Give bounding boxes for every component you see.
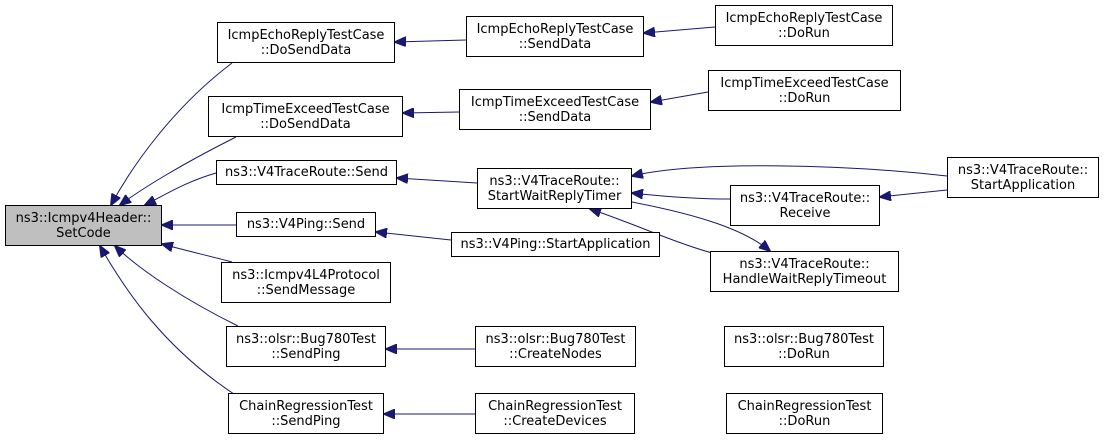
node-label-line2: Receive bbox=[779, 205, 831, 221]
node-label-line1: ChainRegressionTest bbox=[239, 398, 373, 414]
edge-sa-to-m3 bbox=[632, 165, 948, 176]
node-label-line2: ::SendMessage bbox=[256, 282, 356, 298]
edge-r2-to-m2 bbox=[651, 91, 709, 102]
edge-m4-to-n4 bbox=[376, 232, 452, 241]
edge-n1-to-root bbox=[111, 62, 233, 205]
node-v4traceroute-startwaitreplytimer[interactable]: ns3::V4TraceRoute:: StartWaitReplyTimer bbox=[477, 168, 632, 209]
edge-n3-to-root bbox=[145, 172, 217, 205]
node-label-line1: ns3::Icmpv4L4Protocol bbox=[232, 267, 380, 283]
node-chainregressiontest-sendping[interactable]: ChainRegressionTest ::SendPing bbox=[228, 393, 384, 434]
node-icmptimeexceedtestcase-dorun[interactable]: IcmpTimeExceedTestCase ::DoRun bbox=[708, 70, 901, 111]
node-label-line1: ns3::V4TraceRoute::Send bbox=[225, 165, 388, 180]
node-label-line2: ::DoRun bbox=[778, 90, 831, 106]
node-label-line2: ::SendData bbox=[518, 109, 592, 125]
node-v4traceroute-send[interactable]: ns3::V4TraceRoute::Send bbox=[216, 160, 397, 185]
node-label-line2: StartWaitReplyTimer bbox=[487, 188, 622, 204]
node-label-line1: IcmpEchoReplyTestCase bbox=[725, 10, 883, 26]
node-label-line2: SetCode bbox=[56, 225, 111, 241]
node-label-line2: ::CreateDevices bbox=[503, 413, 607, 429]
node-icmpechoreplytestcase-senddata[interactable]: IcmpEchoReplyTestCase ::SendData bbox=[466, 16, 644, 57]
edge-n7-to-root bbox=[100, 246, 241, 399]
edge-m2-to-n2 bbox=[403, 112, 460, 113]
edge-r1-to-m1 bbox=[644, 26, 716, 33]
node-label-line2: ::CreateNodes bbox=[509, 346, 602, 362]
edge-n2-to-root bbox=[120, 136, 237, 205]
node-bug780test-sendping[interactable]: ns3::olsr::Bug780Test ::SendPing bbox=[226, 326, 386, 367]
edge-n6-to-root bbox=[115, 246, 239, 327]
node-label-line1: IcmpEchoReplyTestCase bbox=[227, 27, 385, 43]
node-icmpv4header-setcode: ns3::Icmpv4Header:: SetCode bbox=[5, 205, 162, 246]
node-label-line1: ns3::V4TraceRoute:: bbox=[957, 162, 1089, 178]
node-icmptimeexceedtestcase-senddata[interactable]: IcmpTimeExceedTestCase ::SendData bbox=[459, 89, 651, 130]
edge-n5-to-root bbox=[162, 244, 233, 263]
node-label-line2: ::SendPing bbox=[271, 346, 341, 362]
node-label-line2: HandleWaitReplyTimeout bbox=[722, 271, 887, 287]
node-label-line1: IcmpEchoReplyTestCase bbox=[476, 21, 634, 37]
edge-sa-to-rcv bbox=[880, 189, 948, 197]
node-label-line1: ns3::olsr::Bug780Test bbox=[485, 331, 626, 347]
edge-m3-to-hwrt bbox=[631, 201, 770, 251]
node-label-line1: ns3::V4TraceRoute:: bbox=[739, 190, 871, 206]
node-v4ping-send[interactable]: ns3::V4Ping::Send bbox=[236, 212, 376, 237]
node-label-line1: ChainRegressionTest bbox=[488, 398, 622, 414]
node-label-line1: IcmpTimeExceedTestCase bbox=[470, 94, 640, 110]
node-label-line2: ::DoRun bbox=[778, 25, 830, 41]
node-icmpechoreplytestcase-dorun[interactable]: IcmpEchoReplyTestCase ::DoRun bbox=[715, 5, 893, 46]
node-icmpv4l4protocol-sendmessage[interactable]: ns3::Icmpv4L4Protocol ::SendMessage bbox=[221, 262, 391, 303]
node-label-line2: StartApplication bbox=[970, 177, 1076, 193]
node-label-line1: ns3::V4Ping::Send bbox=[246, 217, 366, 232]
node-chainregressiontest-createdevices[interactable]: ChainRegressionTest ::CreateDevices bbox=[475, 393, 635, 434]
node-bug780test-createnodes[interactable]: ns3::olsr::Bug780Test ::CreateNodes bbox=[475, 326, 636, 367]
node-label-line1: ns3::olsr::Bug780Test bbox=[733, 331, 875, 347]
node-label-line1: IcmpTimeExceedTestCase bbox=[720, 75, 889, 91]
node-label-line2: ::SendPing bbox=[271, 413, 341, 429]
node-v4traceroute-receive[interactable]: ns3::V4TraceRoute:: Receive bbox=[730, 185, 880, 226]
node-label-line2: ::DoSendData bbox=[260, 116, 351, 132]
edge-m1-to-n1 bbox=[395, 40, 467, 42]
node-icmptimeexceedtestcase-dosenddata[interactable]: IcmpTimeExceedTestCase ::DoSendData bbox=[208, 96, 403, 137]
node-label-line2: ::DoRun bbox=[778, 346, 830, 362]
node-label-line1: ns3::V4TraceRoute:: bbox=[739, 256, 870, 272]
node-label-line1: ns3::V4Ping::StartApplication bbox=[460, 237, 651, 252]
node-v4ping-startapplication[interactable]: ns3::V4Ping::StartApplication bbox=[451, 232, 660, 257]
node-label-line1: IcmpTimeExceedTestCase bbox=[221, 101, 390, 117]
node-label-line1: ns3::olsr::Bug780Test bbox=[235, 331, 377, 347]
node-bug780test-dorun[interactable]: ns3::olsr::Bug780Test ::DoRun bbox=[724, 326, 884, 367]
node-label-line2: ::DoRun bbox=[778, 413, 831, 429]
node-chainregressiontest-dorun[interactable]: ChainRegressionTest ::DoRun bbox=[726, 393, 883, 434]
node-label-line1: ChainRegressionTest bbox=[737, 398, 872, 414]
edge-m3-to-n3 bbox=[397, 178, 478, 183]
node-label-line2: ::DoSendData bbox=[260, 42, 352, 58]
node-label-line1: ns3::Icmpv4Header:: bbox=[15, 210, 152, 226]
node-v4traceroute-handlewaitreplytimeout[interactable]: ns3::V4TraceRoute:: HandleWaitReplyTimeo… bbox=[710, 251, 899, 292]
edge-rcv-to-m3 bbox=[632, 193, 731, 200]
node-icmpechoreplytestcase-dosenddata[interactable]: IcmpEchoReplyTestCase ::DoSendData bbox=[217, 22, 395, 63]
node-v4traceroute-startapplication[interactable]: ns3::V4TraceRoute:: StartApplication bbox=[947, 157, 1099, 198]
node-label-line2: ::SendData bbox=[518, 36, 592, 52]
node-label-line1: ns3::V4TraceRoute:: bbox=[489, 173, 620, 189]
